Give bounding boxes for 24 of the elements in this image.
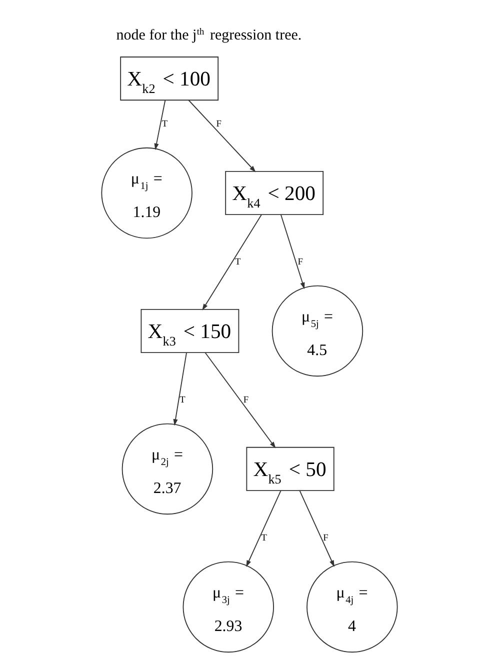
edge-label: F — [243, 395, 249, 406]
node-box: X$_{k4}$ < 200 — [225, 170, 324, 216]
edge-label: F — [216, 119, 222, 130]
node-circle: μ$_{5j}$ = 4.5 — [272, 285, 364, 377]
edge-label: T — [234, 257, 241, 268]
node-circle: μ$_{1j}$ = 1.19 — [101, 147, 192, 239]
arrow — [299, 490, 334, 567]
edge-label: T — [180, 395, 186, 406]
node-box: X$_{k5}$ < 50 — [246, 446, 334, 491]
edge-label: T — [162, 119, 168, 130]
arrow — [173, 352, 188, 426]
node-box: X$_{k2}$ < 100 — [120, 56, 219, 101]
arrow — [280, 214, 305, 290]
node-box: X$_{k3}$ < 150 — [140, 308, 240, 354]
arrow — [246, 490, 282, 567]
arrow — [188, 100, 256, 172]
edge-label: T — [261, 533, 267, 544]
edge-label: F — [323, 533, 328, 544]
caption: node for the j$^{th}$ regression tree. — [116, 27, 302, 44]
arrow — [204, 352, 276, 448]
arrow — [154, 100, 166, 150]
edge-label: F — [298, 257, 303, 268]
node-circle: μ$_{2j}$ = 2.37 — [122, 423, 214, 515]
arrow — [202, 214, 262, 310]
